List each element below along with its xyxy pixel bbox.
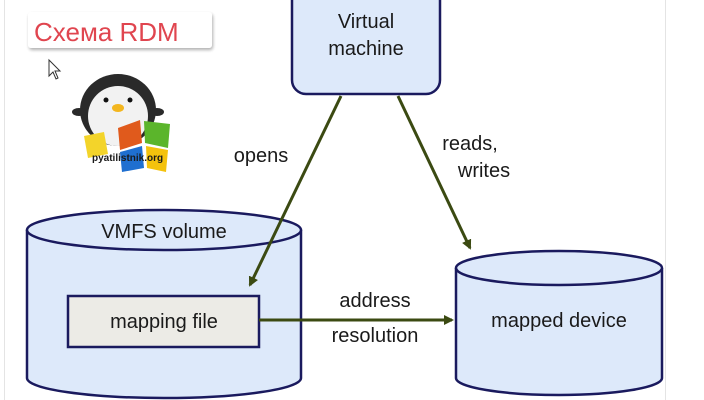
- address-resolution-label-line2: resolution: [332, 325, 419, 347]
- virtual-machine-node: Virtual machine: [290, 0, 442, 96]
- mapped-device-cylinder: mapped device: [454, 249, 664, 397]
- mapping-file-label: mapping file: [110, 311, 218, 333]
- diagram-title: Схема RDM: [28, 12, 212, 50]
- opens-arrow: [248, 95, 343, 287]
- mapped-device-label: mapped device: [491, 310, 627, 332]
- virtual-machine-label-line2: machine: [328, 38, 404, 60]
- mouse-cursor-icon: [48, 58, 62, 80]
- opens-label: opens: [234, 145, 289, 167]
- title-text: Схема RDM: [34, 17, 179, 47]
- reads-writes-label-line1: reads,: [442, 133, 498, 155]
- vmfs-volume-label: VMFS volume: [101, 221, 227, 243]
- windows-flag-icon: [84, 120, 170, 172]
- reads-writes-label-line2: writes: [457, 160, 510, 182]
- virtual-machine-label-line1: Virtual: [338, 11, 394, 33]
- right-border: [665, 0, 666, 400]
- mapping-file-node: mapping file: [66, 294, 261, 349]
- left-border: [4, 0, 5, 400]
- address-resolution-label-line1: address: [339, 290, 410, 312]
- reads-writes-arrow: [396, 95, 472, 250]
- logo-text: pyatilistnik.org: [92, 153, 163, 164]
- logo: pyatilistnik.org: [72, 74, 170, 172]
